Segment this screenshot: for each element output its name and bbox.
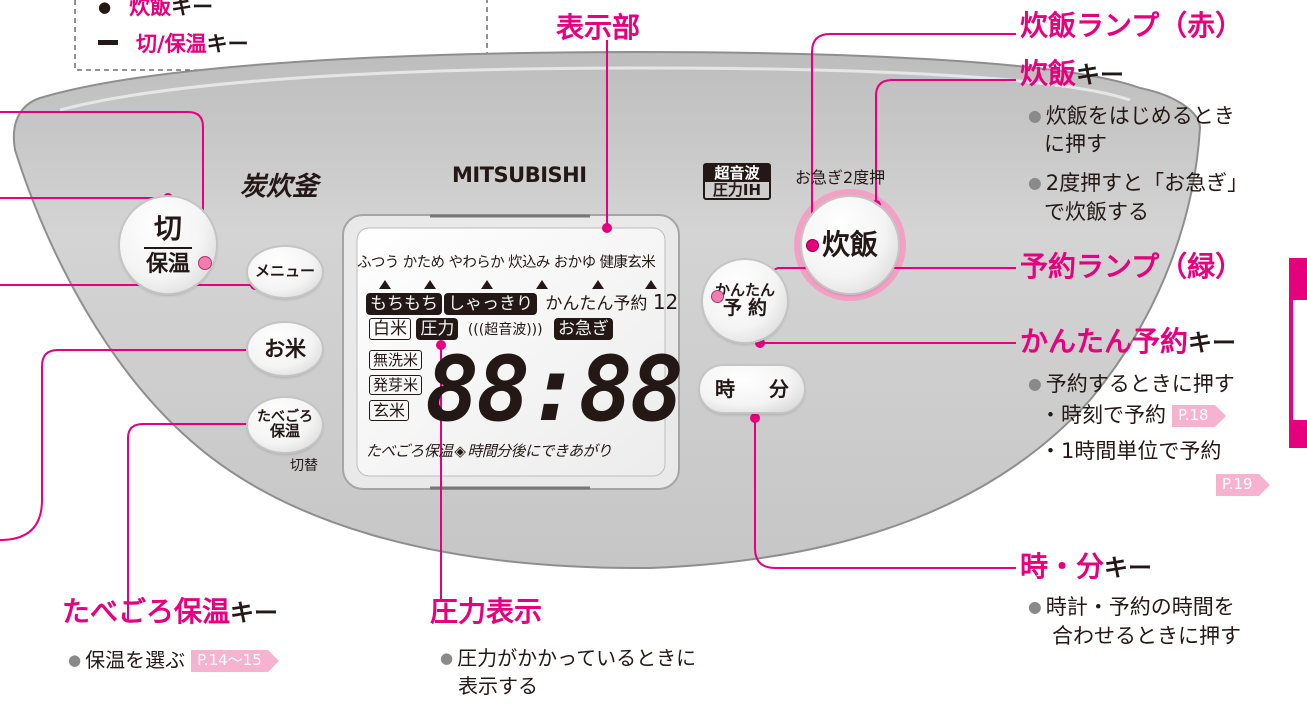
ref-p19[interactable]: P.19 (1216, 474, 1270, 496)
tabegoro-keep-warm-button[interactable]: たべごろ 保温 (248, 398, 322, 452)
badge-top: 超音波 (705, 165, 769, 182)
cook-note-2b: で炊飯する (1044, 200, 1149, 224)
lcd-mochimochi: もちもち (366, 293, 442, 315)
hour-minute-button[interactable]: 時 分 (700, 366, 804, 412)
label-kantan-key: かんたん予約キー (1020, 325, 1237, 358)
ref-p14-15[interactable]: P.14〜15 (191, 650, 279, 672)
pressure-note-2: 表示する (458, 674, 538, 698)
cook-button[interactable]: 炊飯 (802, 197, 898, 293)
lcd-menu-arrows (379, 280, 657, 289)
lcd-genmai: 玄米 (369, 400, 410, 421)
ih-badge: 超音波 圧力IH (703, 163, 771, 200)
legend-dash-icon (98, 40, 118, 45)
badge-bottom: 圧力IH (712, 180, 762, 199)
cook-lamp-ring (794, 189, 906, 301)
kantan-top-label: かんたん (714, 281, 775, 300)
legend-off-key: 切/保温キー (98, 34, 249, 55)
off-keep-warm-button[interactable]: 切 保温 (120, 197, 216, 293)
lcd-chouonpa: (((超音波))) (467, 322, 543, 338)
ref-p18[interactable]: P.18 (1172, 405, 1226, 427)
cook-note-1: 炊飯をはじめるとき (1028, 104, 1235, 129)
lcd-rice-types: 無洗米 発芽米 玄米 (369, 348, 423, 424)
leaf-icon: ◈ (454, 442, 466, 460)
rice-type-button[interactable]: お米 (248, 323, 322, 375)
reserve-lamp (711, 290, 724, 303)
hour-label: 時 (715, 376, 735, 401)
hm-note-2: 合わせるときに押す (1052, 624, 1241, 648)
lcd-shakkiri: しゃっきり (444, 293, 537, 315)
label-reserve-lamp: 予約ランプ（緑） (1020, 250, 1244, 283)
label-cook-lamp: 炊飯ランプ（赤） (1020, 9, 1244, 42)
hurry-note: お急ぎ2度押 (795, 168, 886, 187)
tabegoro-bottom-label: 保温 (269, 422, 300, 441)
keep-warm-label: 保温 (145, 251, 190, 277)
cook-note-2: 2度押すと「お急ぎ」 (1028, 171, 1248, 196)
menu-button[interactable]: メニュー (248, 247, 322, 297)
label-pressure-display: 圧力表示 (430, 595, 543, 628)
off-label: 切 (143, 214, 192, 249)
minute-label: 分 (769, 376, 789, 401)
lcd-kantan-yoyaku: かんたん予約 (545, 294, 648, 314)
lcd-dekiagari: 時間分後にできあがり (467, 442, 612, 460)
label-hour-minute-key: 時・分キー (1020, 550, 1153, 583)
keep-warm-lamp (198, 256, 212, 270)
label-tabegoro-key: たべごろ保温キー (62, 595, 279, 628)
cook-lamp (806, 239, 819, 252)
lcd-hakumai: 白米 (369, 318, 411, 340)
lcd-texture-row: もちもちしゃっきり かんたん予約 12 (366, 290, 679, 315)
lcd-atsuryoku: 圧力 (416, 318, 459, 340)
brand-logo: 炭炊釜 (240, 172, 319, 202)
legend-box (74, 0, 488, 71)
kantan-note: 予約するときに押す (1028, 372, 1235, 397)
tabegoro-top-label: たべごろ (257, 408, 313, 425)
label-display: 表示部 (556, 11, 641, 44)
lcd-mode-row: 白米 圧力 (((超音波))) お急ぎ (369, 318, 613, 340)
kantan-ref-2-wrap: P.19 (1210, 472, 1270, 497)
lcd-tabegoro: たべごろ保温 (366, 442, 453, 460)
lcd-menu-row: ふつう かため やわらか 炊込み おかゆ 健康玄米 (357, 255, 656, 271)
lcd-oisogi: お急ぎ (554, 318, 613, 340)
kantan-sub-2: ・1時間単位で予約 (1040, 439, 1222, 463)
legend-dot-icon: ● (98, 0, 112, 16)
lcd-digits: 88:88 (425, 337, 684, 442)
kantan-bottom-label: 予約 (722, 296, 773, 319)
switch-note: 切替 (290, 458, 318, 474)
lcd-twelve: 12 (652, 290, 679, 314)
cook-note-1b: に押す (1044, 132, 1107, 156)
legend-cook-key: ●炊飯キー (98, 0, 214, 19)
lcd-bottom-row: たべごろ保温◈時間分後にできあがり (366, 442, 612, 460)
label-cook-key: 炊飯キー (1020, 57, 1125, 90)
lcd-musenmai: 無洗米 (369, 350, 423, 370)
lcd-hatsugamai: 発芽米 (369, 375, 423, 395)
hm-note-1: 時計・予約の時間を (1028, 595, 1235, 620)
brand-name: MITSUBISHI (452, 163, 587, 187)
pressure-note-1: 圧力がかかっているときに (440, 646, 696, 670)
